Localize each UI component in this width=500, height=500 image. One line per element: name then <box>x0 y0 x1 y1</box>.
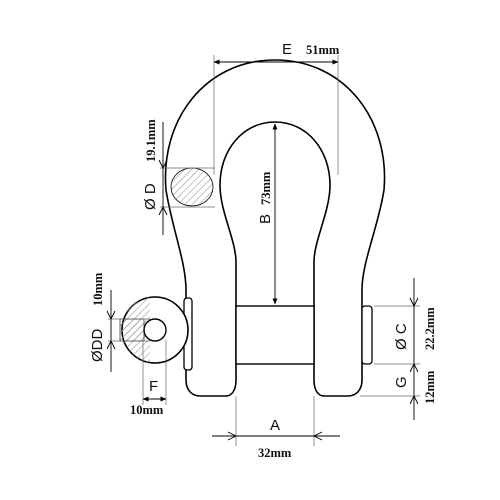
dim-e-label: E <box>282 41 292 58</box>
pin-body <box>235 305 315 365</box>
bow-section <box>170 167 214 207</box>
dim-c-label: Ø C <box>393 323 410 350</box>
pin-head <box>361 305 373 365</box>
dim-f-value: 10mm <box>130 403 164 417</box>
shackle-bow-inner <box>219 121 331 300</box>
dim-a-label: A <box>270 417 280 434</box>
dim-e-value: 51mm <box>306 43 340 57</box>
dim-d-value: 19.1mm <box>144 119 158 162</box>
dim-g-label: G <box>393 376 410 388</box>
dim-a-value: 32mm <box>258 446 292 460</box>
dim-b-label: B <box>257 214 274 224</box>
dim-g-value: 12mm <box>423 370 437 404</box>
left-leg <box>185 300 237 397</box>
right-leg <box>313 300 363 397</box>
dim-f-label: F <box>149 378 158 395</box>
pin-eye-hole <box>143 318 167 342</box>
dim-dd-value: 10mm <box>91 272 105 306</box>
dim-dd-label: ØDD <box>89 329 106 363</box>
dim-c-value: 22.2mm <box>423 307 437 350</box>
dim-b-value: 73mm <box>259 171 273 205</box>
pin-eye-section <box>119 318 145 342</box>
dim-d-label: Ø D <box>142 183 159 210</box>
